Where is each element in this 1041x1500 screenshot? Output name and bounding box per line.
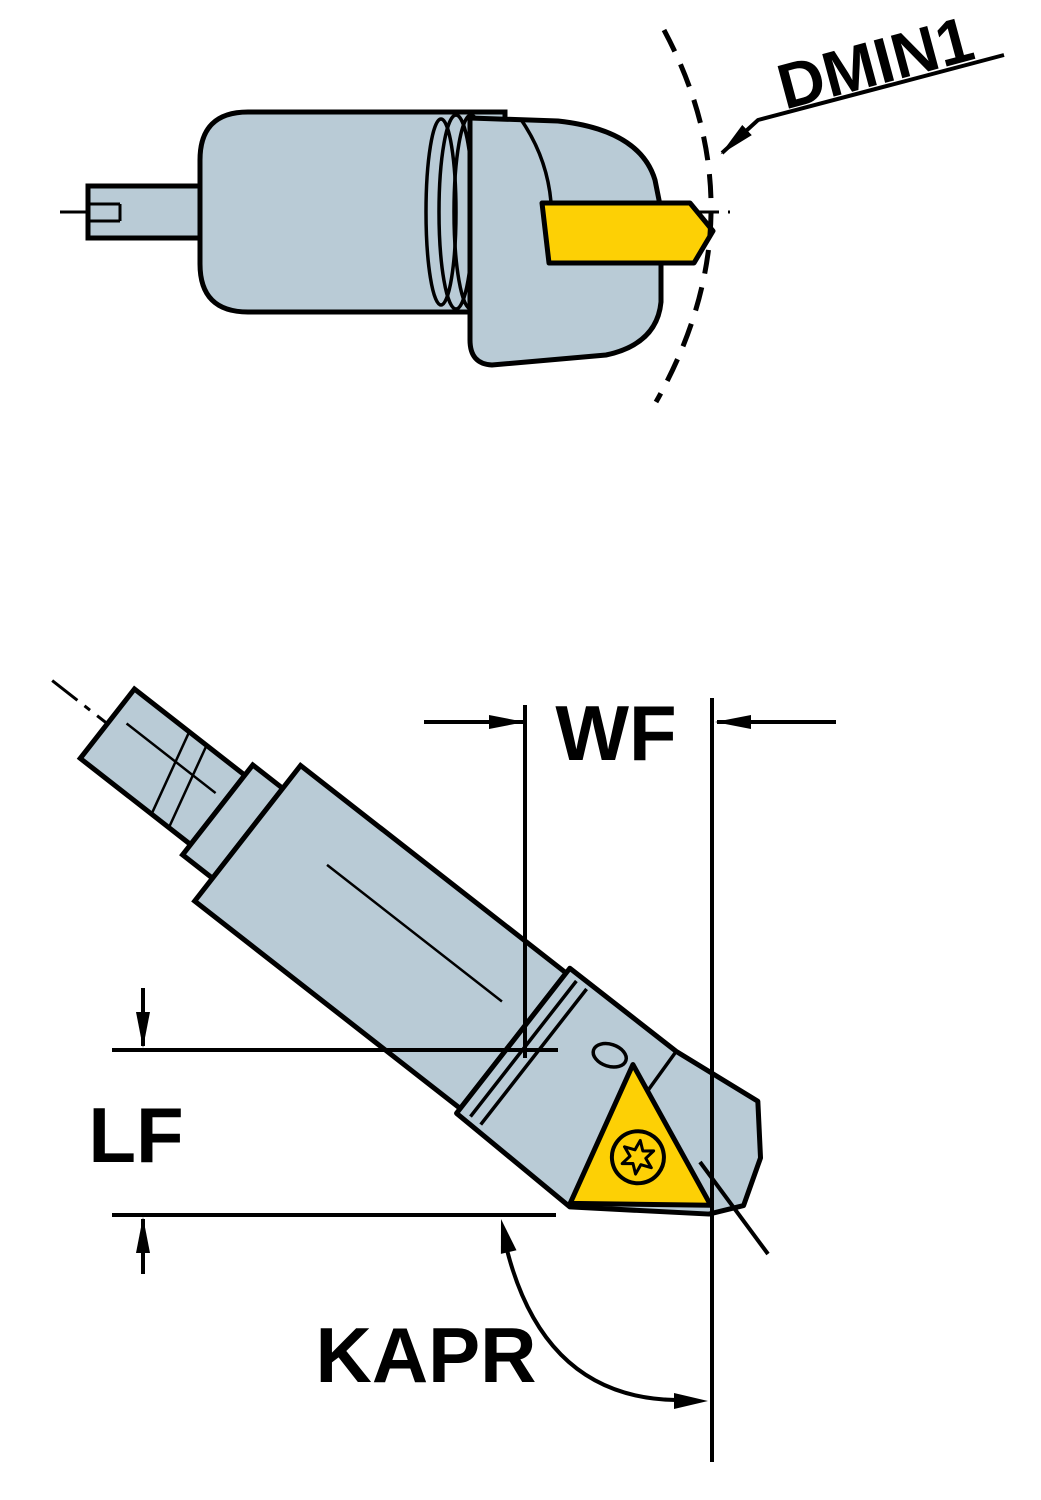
head-cone-line — [520, 120, 553, 203]
min-bore-arc — [653, 28, 714, 404]
wf-label: WF — [555, 689, 676, 777]
cutting-head — [454, 965, 764, 1217]
shank-detail-lines — [125, 722, 217, 827]
lf-label: LF — [88, 1091, 183, 1179]
clamp-hole — [591, 1041, 628, 1069]
cutting-insert — [567, 1062, 714, 1208]
torx-screw-icon — [620, 1138, 656, 1176]
shank-slot — [88, 202, 122, 223]
insert-screw — [609, 1129, 666, 1186]
kapr-angle-arc — [505, 1249, 677, 1402]
body-highlight-line — [326, 863, 503, 1003]
angled-tool — [51, 679, 764, 1217]
shank — [85, 183, 208, 241]
bottom-view: WF LF KAPR — [51, 679, 836, 1462]
top-view: DMIN1 — [60, 2, 1005, 404]
kapr-label: KAPR — [315, 1311, 536, 1399]
kapr-arc-arrow-start — [500, 1219, 517, 1254]
kapr-arc-arrow-end — [674, 1393, 708, 1409]
dmin1-leader-line — [720, 53, 1005, 155]
dimension-lines — [112, 698, 836, 1462]
cutting-insert — [539, 200, 716, 266]
